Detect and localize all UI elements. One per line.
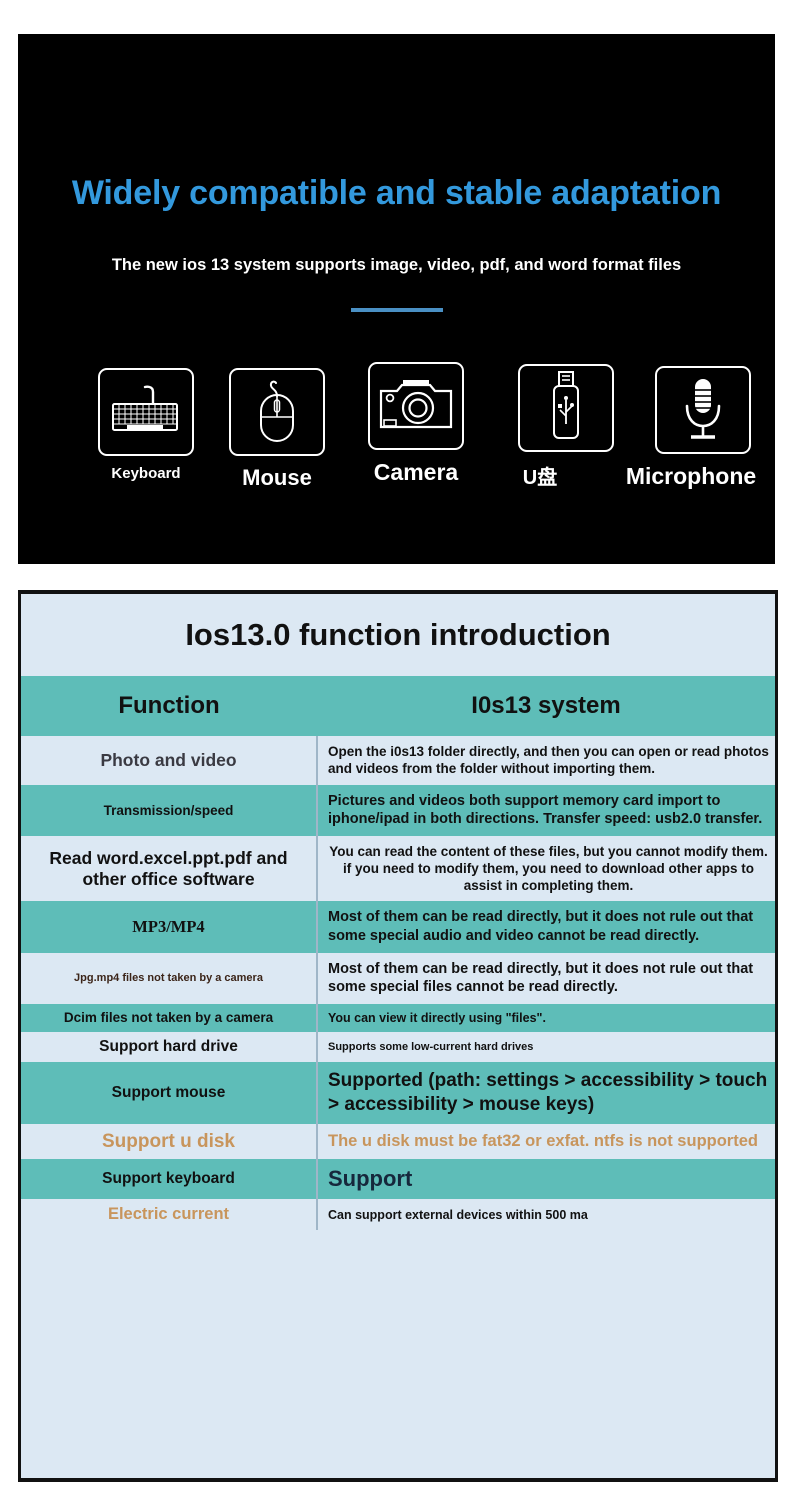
row-system-mp3-mp4: Most of them can be read directly, but i… bbox=[317, 901, 776, 953]
row-system-photo-and-video: Open the i0s13 folder directly, and then… bbox=[317, 736, 776, 785]
table-row: Electric current Can support external de… bbox=[21, 1199, 776, 1231]
row-system-support-u-disk: The u disk must be fat32 or exfat. ntfs … bbox=[317, 1124, 776, 1160]
table-row: Transmission/speed Pictures and videos b… bbox=[21, 784, 776, 836]
device-item-usb-disk: U盘 bbox=[480, 364, 652, 490]
hero-title: Widely compatible and stable adaptation bbox=[71, 174, 722, 212]
device-label-microphone: Microphone bbox=[625, 463, 757, 489]
hero-divider bbox=[350, 308, 443, 312]
row-function-support-u-disk: Support u disk bbox=[21, 1124, 318, 1160]
device-item-mouse: Mouse bbox=[204, 368, 350, 491]
row-function-support-mouse: Support mouse bbox=[21, 1061, 318, 1125]
table-row: Support hard drive Supports some low-cur… bbox=[21, 1031, 776, 1062]
column-header-function: Function bbox=[21, 676, 317, 736]
device-label-keyboard: Keyboard bbox=[111, 465, 181, 482]
row-system-transmission-speed: Pictures and videos both support memory … bbox=[317, 784, 776, 836]
hero-banner: Widely compatible and stable adaptation … bbox=[18, 34, 775, 564]
row-system-jpg-mp4-not-camera: Most of them can be read directly, but i… bbox=[317, 952, 776, 1004]
table-row: Dcim files not taken by a camera You can… bbox=[21, 1003, 776, 1032]
table-title: Ios13.0 function introduction bbox=[21, 594, 776, 676]
table-row: MP3/MP4 Most of them can be read directl… bbox=[21, 901, 776, 953]
microphone-icon bbox=[655, 366, 751, 454]
usb-flash-drive-icon bbox=[518, 364, 614, 452]
keyboard-icon bbox=[98, 368, 194, 456]
row-system-support-mouse: Supported (path: settings > accessibilit… bbox=[317, 1061, 776, 1125]
function-spec-table: Ios13.0 function introduction Function I… bbox=[18, 590, 778, 1482]
table-row: Support mouse Supported (path: settings … bbox=[21, 1061, 776, 1125]
table-row: Read word.excel.ppt.pdf and other office… bbox=[21, 835, 776, 902]
table-header-row: Function I0s13 system bbox=[21, 676, 776, 736]
row-function-electric-current: Electric current bbox=[21, 1199, 318, 1231]
device-label-camera: Camera bbox=[373, 459, 459, 485]
table-row: Support u disk The u disk must be fat32 … bbox=[21, 1124, 776, 1160]
camera-icon bbox=[368, 362, 464, 450]
row-function-support-keyboard: Support keyboard bbox=[21, 1159, 318, 1200]
device-label-usb-disk: U盘 bbox=[522, 467, 558, 489]
row-function-jpg-mp4-not-camera: Jpg.mp4 files not taken by a camera bbox=[21, 952, 318, 1004]
device-item-camera: Camera bbox=[336, 362, 496, 486]
row-function-dcim-not-camera: Dcim files not taken by a camera bbox=[21, 1003, 318, 1032]
hero-subtitle: The new ios 13 system supports image, vi… bbox=[111, 256, 682, 274]
row-system-support-hard-drive: Supports some low-current hard drives bbox=[317, 1031, 776, 1062]
row-function-mp3-mp4: MP3/MP4 bbox=[21, 901, 318, 953]
table-row: Jpg.mp4 files not taken by a camera Most… bbox=[21, 952, 776, 1004]
device-item-microphone: Microphone bbox=[616, 366, 775, 490]
row-function-photo-and-video: Photo and video bbox=[21, 736, 318, 785]
table-title-row: Ios13.0 function introduction bbox=[21, 594, 776, 676]
row-function-transmission-speed: Transmission/speed bbox=[21, 784, 318, 836]
row-system-dcim-not-camera: You can view it directly using "files". bbox=[317, 1003, 776, 1032]
device-item-keyboard: Keyboard bbox=[66, 368, 226, 482]
mouse-icon bbox=[229, 368, 325, 456]
row-function-office-docs: Read word.excel.ppt.pdf and other office… bbox=[21, 835, 318, 902]
row-system-electric-current: Can support external devices within 500 … bbox=[317, 1199, 776, 1231]
row-system-office-docs: You can read the content of these files,… bbox=[317, 835, 776, 902]
row-system-support-keyboard: Support bbox=[317, 1159, 776, 1200]
column-header-system: I0s13 system bbox=[317, 676, 776, 736]
table-row: Support keyboard Support bbox=[21, 1159, 776, 1200]
device-label-mouse: Mouse bbox=[242, 465, 312, 490]
compatible-devices-strip: Keyboard Mouse bbox=[18, 354, 775, 534]
row-function-support-hard-drive: Support hard drive bbox=[21, 1031, 318, 1062]
table-row: Photo and video Open the i0s13 folder di… bbox=[21, 736, 776, 785]
